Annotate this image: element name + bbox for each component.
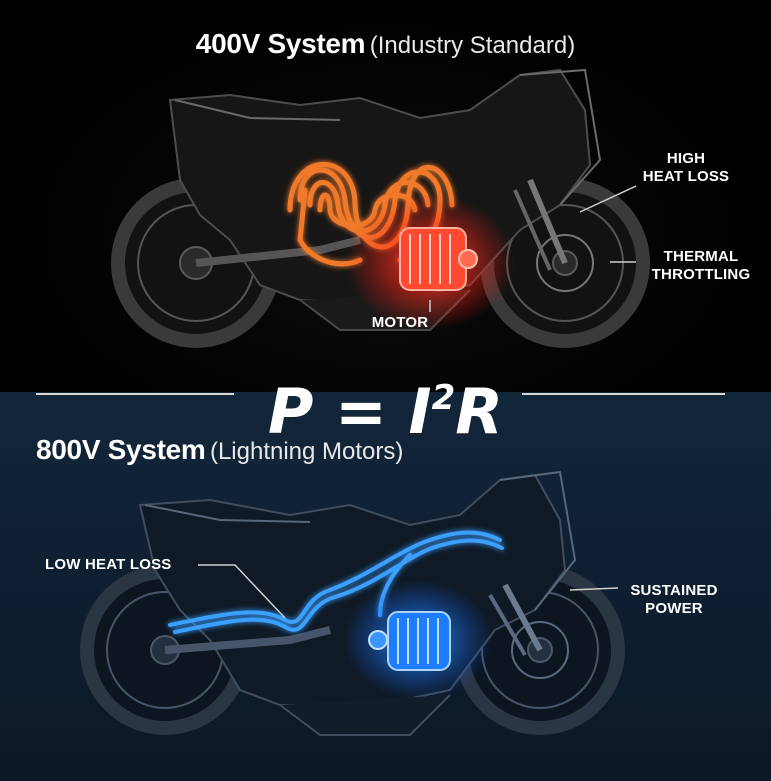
formula-rhs: R <box>455 375 504 448</box>
bottom-motorcycle-outline <box>80 470 625 736</box>
top-title-strong: 400V System <box>195 28 366 59</box>
bottom-callout-lines <box>198 564 619 619</box>
callout-thermal-throttling-line1: THERMAL <box>663 248 739 265</box>
callout-sustained-power-line2: POWER <box>645 600 703 617</box>
bottom-panel-title: 800V System (Lightning Motors) <box>36 434 403 466</box>
top-callout-lines <box>429 185 637 312</box>
callout-motor: MOTOR <box>371 314 429 331</box>
formula-divider-right <box>522 393 725 395</box>
top-panel-title: 400V System (Industry Standard) <box>0 28 771 60</box>
formula-divider-left <box>36 393 234 395</box>
formula-exponent: 2 <box>431 378 456 418</box>
callout-high-heat-loss-line2: HEAT LOSS <box>642 168 730 185</box>
top-motor <box>399 227 478 291</box>
callout-low-heat-loss: LOW HEAT LOSS <box>45 556 172 573</box>
power-loss-formula: P = I2R <box>0 358 771 448</box>
bottom-title-strong: 800V System <box>36 434 206 465</box>
callout-sustained-power: SUSTAINED POWER <box>618 582 730 618</box>
bottom-motor <box>368 611 451 671</box>
callout-sustained-power-line1: SUSTAINED <box>630 582 718 599</box>
callout-thermal-throttling-line2: THROTTLING <box>651 266 751 283</box>
bottom-title-light: (Lightning Motors) <box>209 438 404 465</box>
callout-thermal-throttling: THERMAL THROTTLING <box>642 248 760 284</box>
callout-high-heat-loss: HIGH HEAT LOSS <box>636 150 736 186</box>
formula-lhs: P = I <box>267 375 432 448</box>
top-title-light: (Industry Standard) <box>369 32 576 59</box>
callout-high-heat-loss-line1: HIGH <box>666 150 706 167</box>
